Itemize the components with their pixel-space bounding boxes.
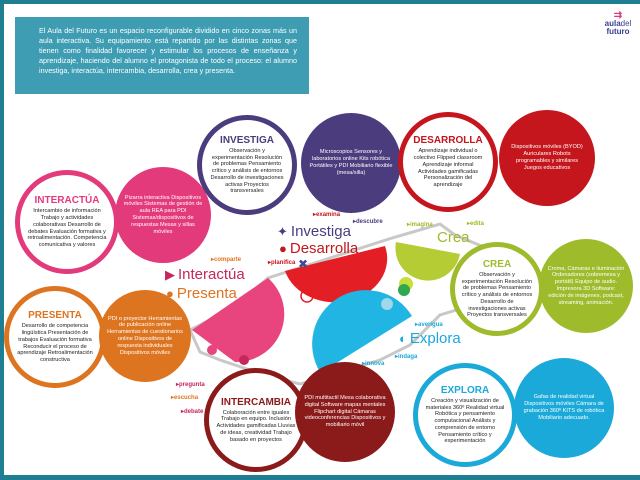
- label-text: Presenta: [176, 285, 237, 302]
- zone-equipment: Pizarra interactiva Dispositivos móviles…: [123, 194, 203, 235]
- crea-equipment-circle: Croma, Cámaras e iluminación Ordenadores…: [539, 239, 633, 333]
- zone-equipment: Microscopios Sensores y laboratorios onl…: [309, 149, 393, 176]
- explora-segment: [312, 290, 412, 372]
- label-presenta: ●Presenta: [166, 286, 237, 302]
- close-x-icon: ✖: [298, 257, 308, 271]
- desarrolla-equipment-circle: Dispositivos móviles (BYOD) Auriculares …: [499, 110, 595, 206]
- logo-text: del: [620, 19, 632, 28]
- verb-debate: debate: [181, 408, 203, 415]
- label-text: Investiga: [290, 223, 351, 240]
- intro-text: El Aula del Futuro es un espacio reconfi…: [15, 17, 309, 94]
- logo-arrows-icon: ⇉: [613, 10, 623, 21]
- zone-title: PRESENTA: [28, 310, 82, 322]
- verb-averigua: averigua: [415, 321, 443, 328]
- presenta-equipment-circle: PDI o proyector Herramientas de publicac…: [99, 290, 191, 382]
- zone-title: EXPLORA: [440, 384, 490, 396]
- label-text: Desarrolla: [289, 240, 359, 257]
- logo-text: aula: [604, 19, 621, 28]
- verb-indaga: indaga: [395, 353, 417, 360]
- zone-skills: Creación y visualización de materiales 3…: [425, 397, 505, 445]
- intercambia-equipment-circle: PDI multitactil Mesa colaborativa digita…: [295, 362, 395, 462]
- verb-planifica: planifica: [268, 259, 295, 266]
- zone-title: INTERCAMBIA: [221, 396, 291, 408]
- zone-equipment: PDI o proyector Herramientas de publicac…: [107, 315, 183, 356]
- decor-circle: [325, 303, 347, 325]
- crea-segment: [395, 242, 460, 281]
- zone-title: INTERACTÚA: [34, 195, 100, 207]
- verb-escucha: escucha: [171, 394, 198, 401]
- explora-equipment-circle: Gafas de realidad virtual Dispositivos m…: [514, 358, 614, 458]
- label-investiga: ✦Investiga: [277, 224, 351, 240]
- explore-icon: ◐: [399, 331, 407, 346]
- zone-skills: Observación y experimentación Resolución…: [210, 147, 284, 195]
- zone-title: INVESTIGA: [220, 134, 274, 146]
- zone-skills: Desarrollo de competencia lingüística Pr…: [17, 323, 93, 364]
- label-text: Interactúa: [178, 266, 245, 283]
- play-icon: ▶: [165, 267, 175, 282]
- label-text: Crea: [437, 229, 470, 246]
- zone-equipment: Dispositivos móviles (BYOD) Auriculares …: [511, 144, 583, 171]
- verb-comparte: comparte: [211, 256, 241, 263]
- label-interactua: ▶Interactúa: [165, 267, 245, 283]
- zone-skills: Intercambio de información Trabajo y act…: [27, 208, 107, 249]
- decor-circle: [398, 284, 410, 296]
- investiga-equipment-circle: Microscopios Sensores y laboratorios onl…: [301, 113, 401, 213]
- verb-examina: examina: [313, 211, 340, 218]
- zone-equipment: PDI multitactil Mesa colaborativa digita…: [304, 395, 386, 429]
- label-crea: Crea: [437, 230, 470, 246]
- label-text: Explora: [409, 330, 461, 347]
- verb-pregunta: pregunta: [176, 381, 205, 388]
- verb-edita: edita: [467, 220, 484, 227]
- zone-title: DESARROLLA: [413, 135, 483, 147]
- zone-title: CREA: [482, 258, 512, 270]
- verb-imagina: imagina: [407, 221, 433, 228]
- logo-text: futuro: [606, 27, 630, 36]
- decor-circle: [300, 289, 314, 303]
- label-explora: ◐Explora: [399, 331, 461, 347]
- zone-equipment: Gafas de realidad virtual Dispositivos m…: [523, 394, 605, 421]
- decor-circle: [207, 345, 217, 355]
- decor-circle: [381, 298, 393, 310]
- label-desarrolla: ●Desarrolla: [279, 241, 358, 257]
- location-pin-icon: ●: [166, 286, 174, 301]
- zone-skills: Observación y experimentación Resolución…: [461, 271, 533, 319]
- interactua-segment: [192, 278, 285, 363]
- zone-equipment: Croma, Cámaras e iluminación Ordenadores…: [547, 265, 625, 306]
- decor-circle: [239, 355, 249, 365]
- verb-innova: innova: [362, 360, 384, 367]
- verb-descubre: descubre: [353, 218, 383, 225]
- zone-skills: Aprendizaje individual o colectivo Flipp…: [413, 148, 483, 189]
- check-pin-icon: ●: [279, 241, 287, 256]
- desarrolla-segment: [285, 246, 388, 303]
- zone-skills: Colaboración entre iguales Trabajo en eq…: [216, 409, 296, 443]
- interactua-equipment-circle: Pizarra interactiva Dispositivos móviles…: [115, 167, 211, 263]
- target-icon: ✦: [277, 224, 288, 239]
